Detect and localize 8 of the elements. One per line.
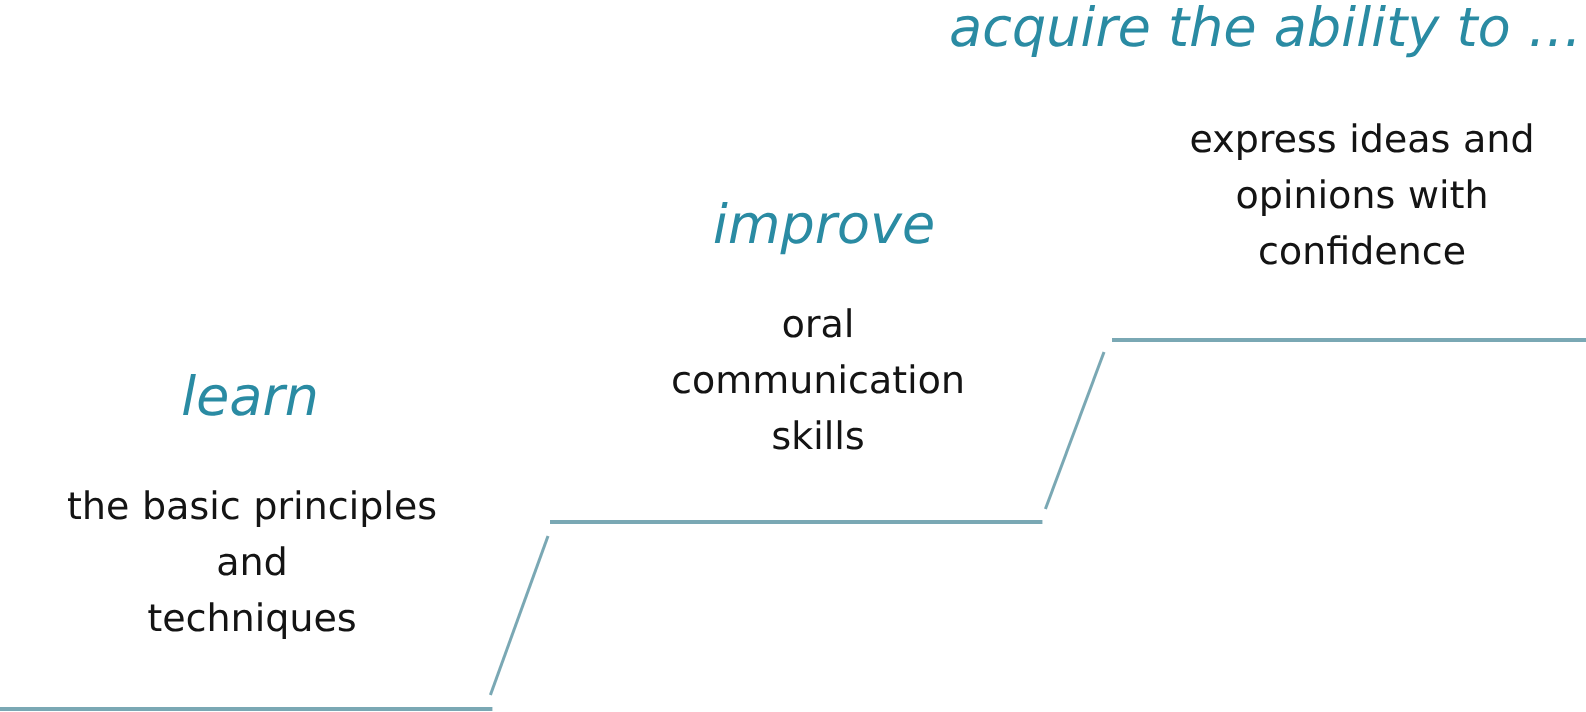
step-heading: acquire the ability to … <box>951 4 1575 58</box>
step-description: the basic principles and techniques <box>68 490 436 639</box>
riser-line <box>1044 351 1106 510</box>
step-heading: improve <box>714 201 933 255</box>
step-description: oral communication skills <box>673 308 962 450</box>
step-heading: learn <box>183 373 316 416</box>
riser-line <box>489 535 550 696</box>
step-description: express ideas and opinions with confidence <box>1191 123 1532 265</box>
